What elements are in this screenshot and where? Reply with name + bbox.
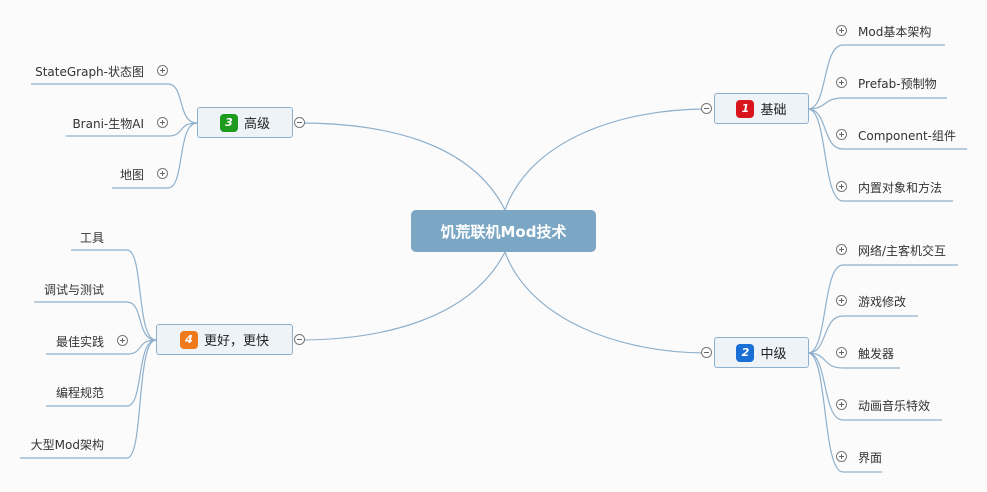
collapse-icon[interactable]: [294, 117, 305, 128]
subtopic[interactable]: 最佳实践: [55, 335, 104, 349]
subtopic[interactable]: Component-组件: [858, 129, 956, 143]
subtopic[interactable]: 调试与测试: [43, 283, 104, 297]
collapse-icon[interactable]: [294, 334, 305, 345]
topic-label: 基础: [760, 103, 787, 118]
priority-1-icon: 1: [736, 99, 755, 118]
topic-label: 中级: [760, 347, 787, 362]
priority-3-icon: 3: [219, 113, 238, 132]
subtopic[interactable]: 触发器: [858, 347, 895, 361]
topic-intermediate[interactable]: 2 中级: [714, 337, 809, 368]
priority-2-icon: 2: [736, 343, 755, 362]
subtopic[interactable]: Brani-生物AI: [72, 117, 144, 131]
subtopic[interactable]: StateGraph-状态图: [35, 65, 144, 79]
topic-better-faster[interactable]: 4 更好，更快: [156, 324, 293, 355]
expand-icon[interactable]: [836, 451, 847, 462]
topic-advanced[interactable]: 3 高级: [197, 107, 293, 138]
expand-icon[interactable]: [836, 295, 847, 306]
subtopic[interactable]: 界面: [858, 451, 883, 465]
expand-icon[interactable]: [836, 129, 847, 140]
expand-icon[interactable]: [157, 168, 168, 179]
subtopic[interactable]: 地图: [119, 168, 144, 182]
expand-icon[interactable]: [157, 65, 168, 76]
subtopic[interactable]: 大型Mod架构: [30, 438, 104, 452]
subtopic[interactable]: Mod基本架构: [858, 25, 932, 39]
subtopic[interactable]: 工具: [79, 231, 104, 245]
collapse-icon[interactable]: [701, 103, 712, 114]
expand-icon[interactable]: [157, 117, 168, 128]
expand-icon[interactable]: [836, 77, 847, 88]
topic-basics[interactable]: 1 基础: [714, 93, 809, 124]
subtopic[interactable]: 游戏修改: [858, 295, 907, 309]
central-topic-label: 饥荒联机Mod技术: [440, 222, 567, 241]
expand-icon[interactable]: [836, 181, 847, 192]
expand-icon[interactable]: [836, 244, 847, 255]
subtopic[interactable]: 内置对象和方法: [858, 181, 943, 195]
topic-label: 更好，更快: [203, 334, 269, 349]
central-topic[interactable]: 饥荒联机Mod技术: [411, 210, 596, 252]
subtopic[interactable]: Prefab-预制物: [858, 77, 937, 91]
expand-icon[interactable]: [836, 399, 847, 410]
subtopic[interactable]: 动画音乐特效: [858, 399, 931, 413]
topic-label: 高级: [243, 117, 270, 132]
expand-icon[interactable]: [836, 347, 847, 358]
subtopic[interactable]: 网络/主客机交互: [858, 244, 947, 258]
priority-4-icon: 4: [179, 330, 198, 349]
expand-icon[interactable]: [117, 335, 128, 346]
expand-icon[interactable]: [836, 25, 847, 36]
subtopic[interactable]: 编程规范: [55, 386, 104, 400]
collapse-icon[interactable]: [701, 347, 712, 358]
